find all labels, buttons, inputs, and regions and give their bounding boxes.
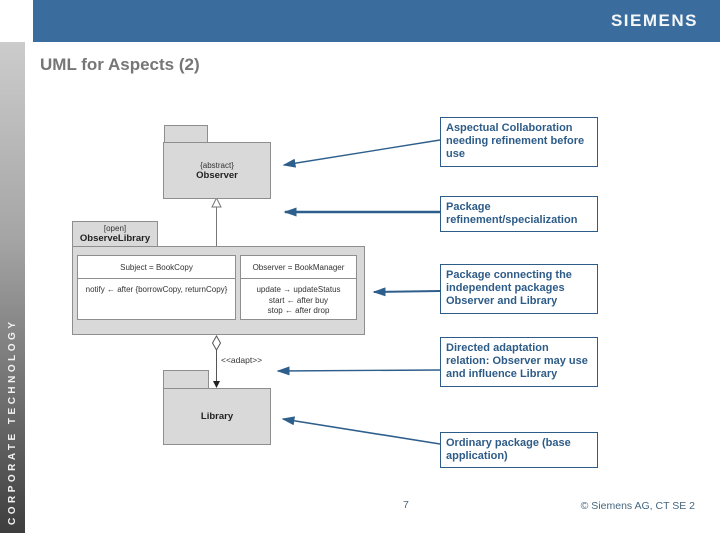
annotation-arrow-5: [281, 416, 441, 445]
observer-class-line: stop ← after drop: [267, 306, 330, 315]
observer-class-line: start ← after buy: [268, 295, 329, 305]
generalization-connector: [211, 196, 222, 246]
observer-name: Observer: [196, 169, 238, 181]
subject-class-box: Subject = BookCopy notify ← after {borro…: [77, 255, 236, 320]
annotation-directed-adaptation: Directed adaptation relation: Observer m…: [440, 337, 598, 387]
page-title: UML for Aspects (2): [40, 55, 200, 74]
library-package: Library: [163, 388, 271, 445]
page-number: 7: [403, 499, 409, 511]
observe-library-stereotype: [open]: [103, 224, 127, 233]
observer-class-line: update → updateStatus: [256, 285, 341, 294]
observe-library-name: ObserveLibrary: [79, 233, 151, 244]
adapt-connector: [211, 334, 222, 388]
library-name: Library: [200, 411, 234, 422]
annotation-connecting-package: Package connecting the independent packa…: [440, 264, 598, 314]
annotation-package-refinement: Package refinement/specialization: [440, 196, 598, 233]
annotation-ordinary-package: Ordinary package (base application): [440, 432, 598, 469]
library-package-tab: [163, 370, 209, 389]
header-bar: SIEMENS: [33, 0, 720, 42]
sidebar: [0, 42, 25, 533]
annotation-arrow-4: [276, 366, 441, 376]
copyright-text: © Siemens AG, CT SE 2: [580, 500, 695, 512]
observer-package-tab: [164, 125, 208, 143]
sidebar-label: CORPORATE TECHNOLOGY: [7, 318, 18, 525]
observe-library-package-tab: [open] ObserveLibrary: [72, 221, 158, 247]
annotation-arrow-1: [282, 139, 441, 168]
siemens-logo: SIEMENS: [610, 11, 698, 30]
adapt-stereotype-label: <<adapt>>: [221, 355, 263, 365]
observer-stereotype: {abstract}: [200, 160, 234, 170]
observer-package: {abstract} Observer: [163, 142, 271, 199]
subject-class-line: notify ← after {borrowCopy, returnCopy}: [85, 285, 228, 294]
observer-class-box: Observer = BookManager update → updateSt…: [240, 255, 357, 320]
subject-class-title: Subject = BookCopy: [78, 256, 235, 279]
annotation-aspectual-collaboration: Aspectual Collaboration needing refineme…: [440, 117, 598, 167]
observer-class-title: Observer = BookManager: [241, 256, 356, 279]
annotation-arrow-3: [372, 287, 441, 297]
